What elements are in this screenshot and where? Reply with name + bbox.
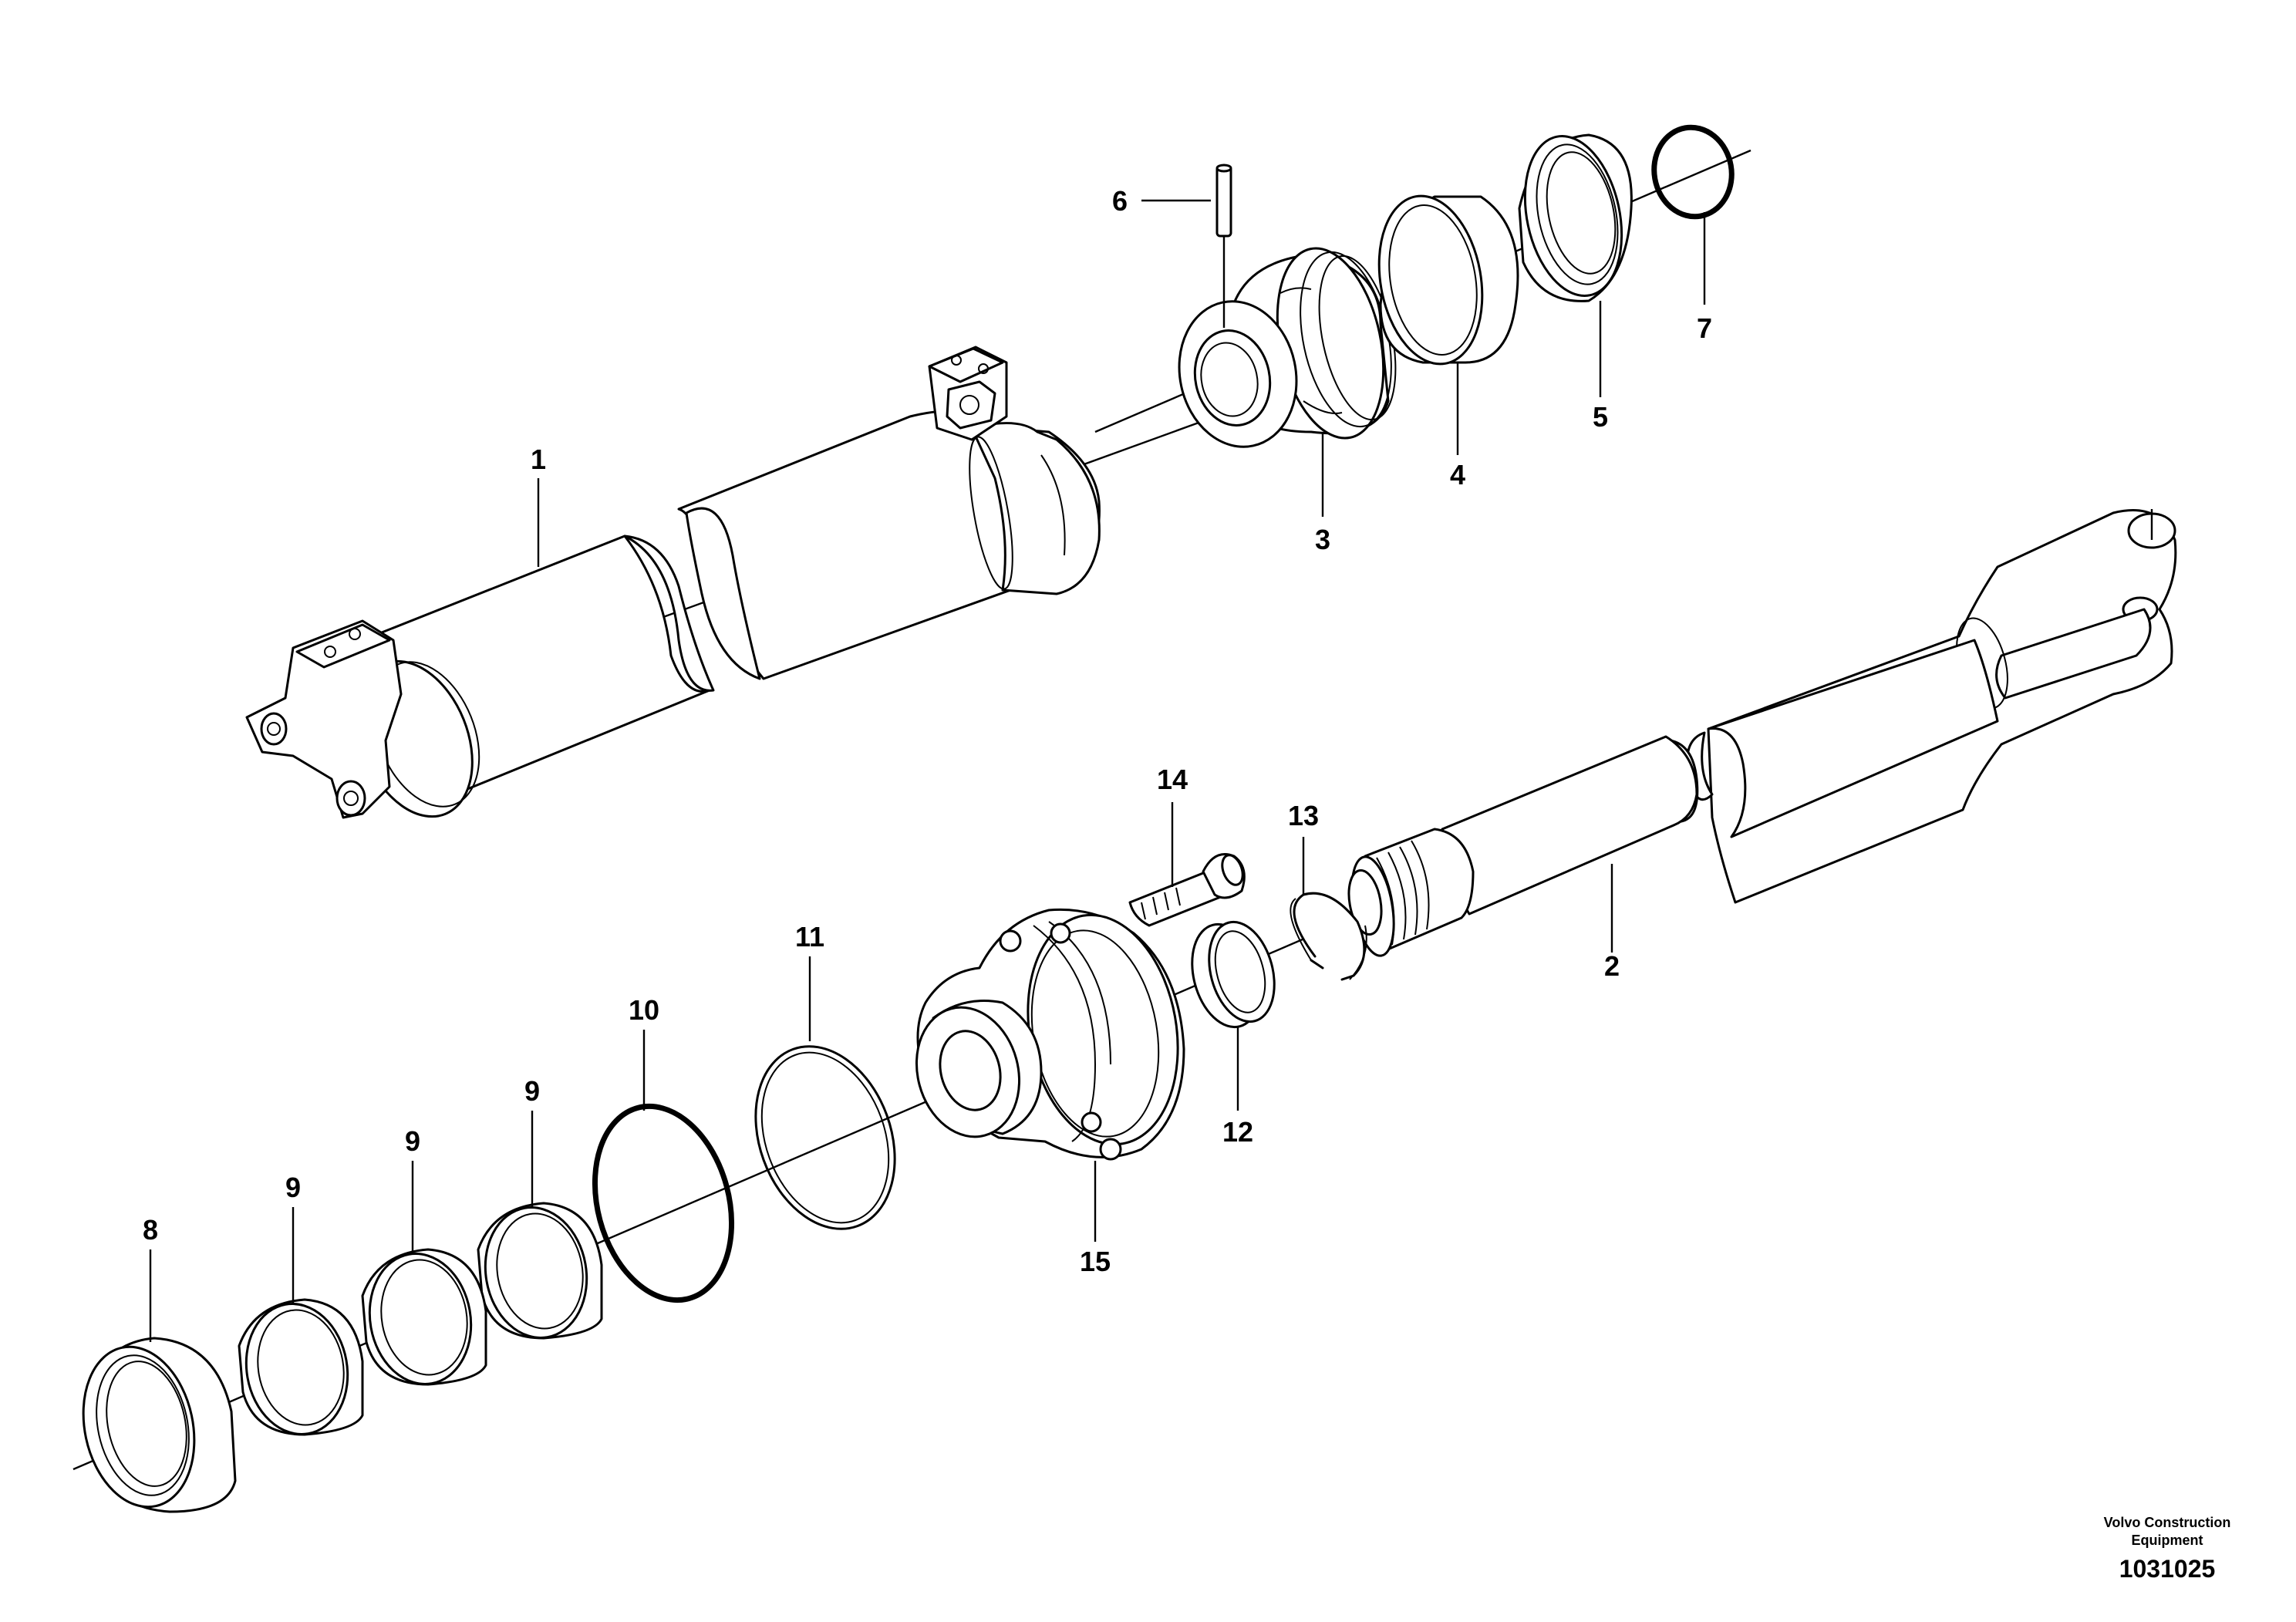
leader-lines bbox=[149, 199, 1706, 1342]
brand-line-2: Equipment bbox=[2132, 1533, 2203, 1548]
dowel-pin bbox=[1215, 164, 1232, 328]
cap-screw bbox=[1128, 853, 1246, 927]
cylinder-head bbox=[915, 908, 1185, 1161]
wiper-seal bbox=[1518, 133, 1633, 302]
callout-6: 6 bbox=[1112, 185, 1128, 217]
callout-13: 13 bbox=[1288, 800, 1319, 831]
guide-bushing bbox=[1178, 247, 1397, 448]
cylinder-tube bbox=[245, 346, 1101, 819]
retaining-ring bbox=[1290, 892, 1367, 981]
callout-4: 4 bbox=[1450, 459, 1465, 491]
brand-line-1: Volvo Construction bbox=[2104, 1515, 2231, 1530]
guide-ring bbox=[1191, 920, 1276, 1029]
callout-10: 10 bbox=[629, 994, 659, 1026]
callout-7: 7 bbox=[1697, 312, 1712, 344]
bushing-3 bbox=[477, 1202, 603, 1340]
callout-3: 3 bbox=[1315, 524, 1330, 555]
snap-ring bbox=[1651, 124, 1735, 220]
callout-9b: 9 bbox=[405, 1125, 420, 1157]
callout-14: 14 bbox=[1157, 764, 1188, 795]
bushing-2 bbox=[361, 1248, 487, 1386]
callout-11: 11 bbox=[795, 921, 824, 953]
callout-1: 1 bbox=[531, 443, 546, 475]
backup-ring-heavy bbox=[592, 1103, 735, 1305]
rod-seal bbox=[82, 1337, 237, 1513]
o-ring-large bbox=[754, 1045, 896, 1230]
callout-15: 15 bbox=[1080, 1246, 1111, 1277]
document-number: 1031025 bbox=[2119, 1555, 2216, 1583]
callout-5: 5 bbox=[1593, 401, 1608, 433]
callout-12: 12 bbox=[1222, 1116, 1253, 1148]
callout-2: 2 bbox=[1604, 950, 1620, 982]
callout-8: 8 bbox=[143, 1214, 158, 1246]
callout-9a: 9 bbox=[285, 1172, 301, 1203]
rod-threads bbox=[1376, 840, 1430, 946]
callout-9c: 9 bbox=[524, 1075, 540, 1107]
piston-rod bbox=[1347, 509, 2177, 957]
backup-ring bbox=[1377, 194, 1519, 366]
bushing-1 bbox=[238, 1298, 364, 1436]
